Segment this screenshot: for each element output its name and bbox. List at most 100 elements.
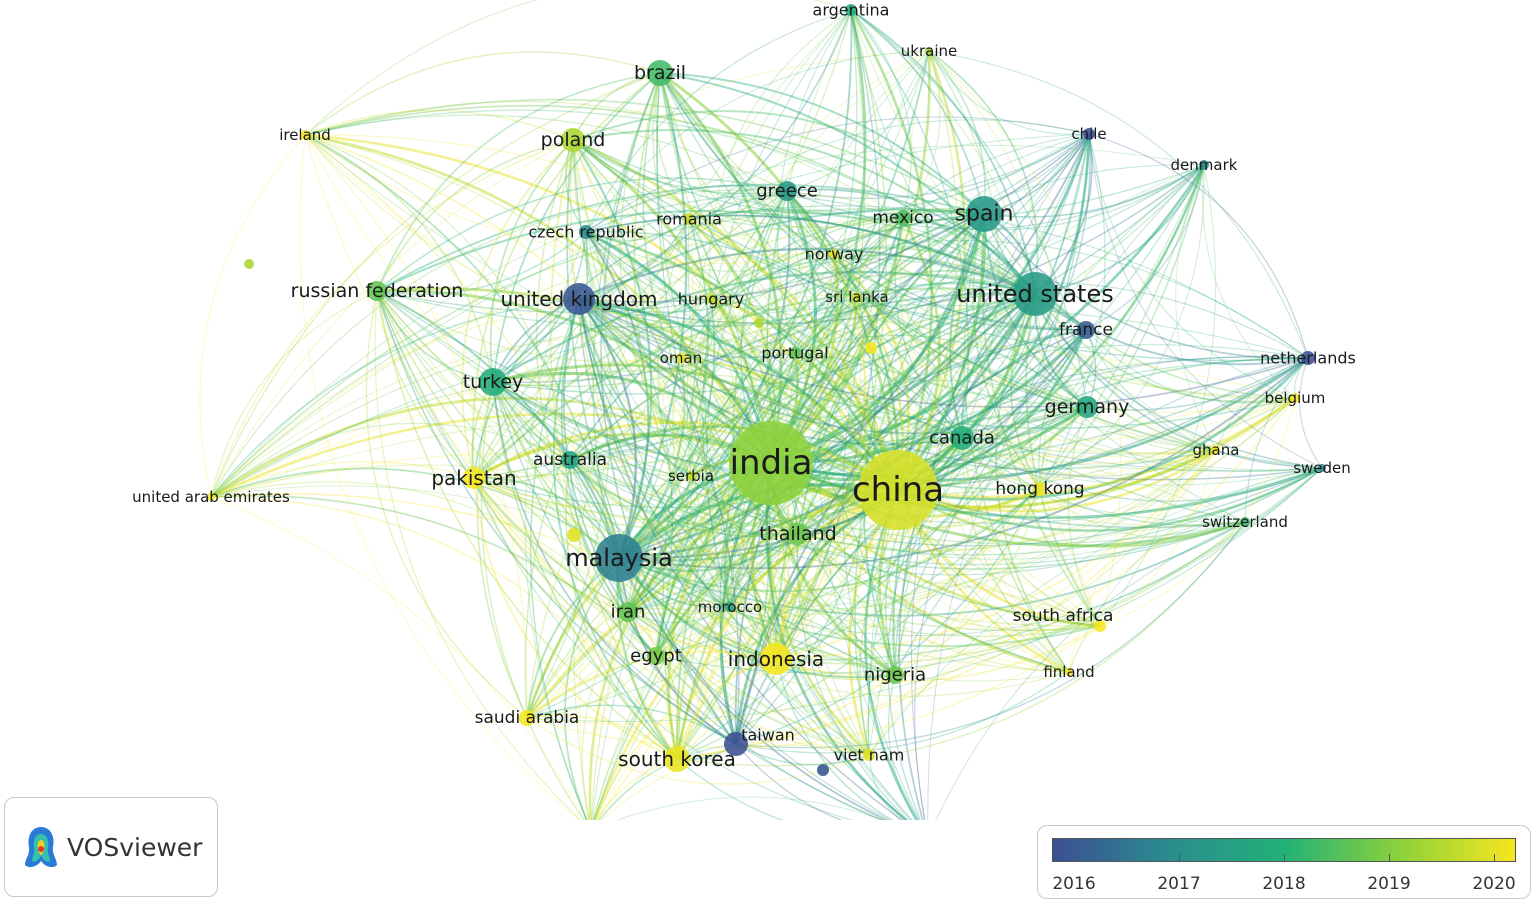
link-netherlands-saudi-arabia	[526, 357, 1309, 719]
link-serbia-morocco	[686, 475, 731, 608]
node-united-kingdom[interactable]	[563, 283, 595, 315]
link-germany-nigeria	[894, 406, 1088, 676]
node-belgium[interactable]	[1290, 393, 1300, 403]
link-hungary-viet-nam	[699, 298, 870, 756]
link-malaysia-romania	[618, 218, 710, 559]
node-czech-republic[interactable]	[579, 225, 593, 239]
link-ukraine-united-arab-emirates	[210, 50, 930, 498]
link-morocco-sweden	[729, 467, 1323, 636]
node-ukraine[interactable]	[925, 47, 933, 55]
node-united-arab-emirates[interactable]	[207, 493, 215, 501]
node-india[interactable]	[729, 421, 813, 505]
link-ukraine-bulgaria	[818, 50, 930, 820]
link-argentina-morocco	[702, 9, 852, 608]
link-iran-united-arab-emirates	[210, 481, 629, 613]
node-taiwan[interactable]	[724, 732, 748, 756]
node-morocco[interactable]	[725, 602, 735, 612]
unlabeled-node-5[interactable]	[817, 764, 829, 776]
node-egypt[interactable]	[647, 647, 665, 665]
node-netherlands[interactable]	[1301, 351, 1315, 365]
label-ghana: ghana	[1193, 441, 1240, 459]
node-greece[interactable]	[777, 181, 797, 201]
node-argentina[interactable]	[845, 4, 857, 16]
node-mexico[interactable]	[895, 210, 911, 226]
node-viet-nam[interactable]	[863, 749, 875, 761]
node-south-korea[interactable]	[664, 746, 690, 772]
node-russian-federation[interactable]	[367, 281, 387, 301]
link-hungary-bulgaria	[704, 298, 908, 820]
link-brazil-south-africa	[659, 72, 1101, 627]
link-malaysia-oman	[618, 357, 686, 559]
link-indonesia-switzerland	[775, 521, 1246, 665]
unlabeled-node-4[interactable]	[567, 528, 581, 542]
node-china[interactable]	[858, 450, 938, 530]
unlabeled-node-3[interactable]	[865, 342, 877, 354]
node-pakistan[interactable]	[463, 467, 485, 489]
label-sri-lanka: sri lanka	[825, 288, 888, 306]
label-saudi-arabia: saudi arabia	[475, 708, 580, 728]
node-switzerland[interactable]	[1240, 517, 1250, 527]
node-poland[interactable]	[561, 128, 585, 152]
link-indonesia-iraq	[594, 658, 777, 820]
node-australia[interactable]	[561, 451, 579, 469]
link-turkey-nigeria	[492, 381, 896, 676]
node-oman[interactable]	[676, 353, 686, 363]
unlabeled-node-1[interactable]	[244, 259, 254, 269]
link-france-ireland	[304, 109, 1087, 331]
link-thailand-south-korea	[676, 533, 799, 760]
node-ghana[interactable]	[1212, 446, 1220, 454]
node-serbia[interactable]	[686, 471, 696, 481]
node-france[interactable]	[1077, 321, 1095, 339]
node-south-africa[interactable]	[1094, 620, 1106, 632]
node-saudi-arabia[interactable]	[519, 710, 535, 726]
link-indonesia-argentina	[775, 9, 887, 660]
link-france-morocco	[729, 329, 1087, 608]
node-canada[interactable]	[950, 426, 974, 450]
node-thailand[interactable]	[787, 523, 809, 545]
link-canada-sweden	[961, 437, 1323, 502]
link-saudi-arabia-egypt	[526, 655, 657, 719]
node-romania[interactable]	[683, 213, 695, 225]
link-indonesia-united-arab-emirates	[210, 493, 777, 660]
node-norway[interactable]	[829, 249, 839, 259]
node-brazil[interactable]	[647, 60, 673, 86]
node-nigeria[interactable]	[886, 666, 904, 684]
label-netherlands: netherlands	[1260, 349, 1356, 368]
node-sri-lanka[interactable]	[852, 292, 862, 302]
link-hungary-belgium	[710, 298, 1296, 441]
node-spain[interactable]	[966, 196, 1002, 232]
link-hungary-ghana	[710, 298, 1217, 464]
node-portugal[interactable]	[789, 347, 801, 359]
label-united-states: united states	[956, 280, 1113, 308]
unlabeled-node-2[interactable]	[754, 318, 764, 328]
node-turkey[interactable]	[479, 368, 507, 396]
node-indonesia[interactable]	[760, 643, 792, 675]
link-chile-portugal	[794, 133, 1090, 354]
node-denmark[interactable]	[1199, 160, 1209, 170]
legend-tick-label-2019: 2019	[1367, 874, 1411, 894]
node-malaysia[interactable]	[595, 534, 643, 582]
node-germany[interactable]	[1076, 396, 1098, 418]
node-sweden[interactable]	[1318, 464, 1326, 472]
legend-tick-label-2016: 2016	[1052, 874, 1096, 894]
node-iran[interactable]	[618, 602, 638, 622]
node-united-states[interactable]	[1013, 272, 1057, 316]
node-hong-kong[interactable]	[1033, 482, 1047, 496]
link-india-switzerland	[770, 461, 1246, 548]
link-indonesia-saudi-arabia	[526, 651, 777, 719]
node-ireland[interactable]	[300, 130, 310, 140]
node-chile[interactable]	[1083, 128, 1095, 140]
link-china-romania	[688, 217, 900, 491]
label-brazil: brazil	[634, 62, 686, 84]
link-france-hong-kong	[1038, 329, 1087, 490]
node-finland[interactable]	[1065, 668, 1073, 676]
link-czech-republic-serbia	[585, 231, 692, 477]
link-malaysia-greece	[618, 190, 791, 559]
link-chile-czech-republic	[585, 116, 1090, 233]
node-hungary[interactable]	[706, 294, 716, 304]
link-egypt-denmark	[655, 164, 1205, 657]
link-viet-nam-bulgaria	[868, 754, 901, 820]
link-south-africa-egypt	[655, 580, 1101, 657]
label-mexico: mexico	[872, 208, 933, 228]
link-pakistan-ghana	[473, 449, 1217, 538]
